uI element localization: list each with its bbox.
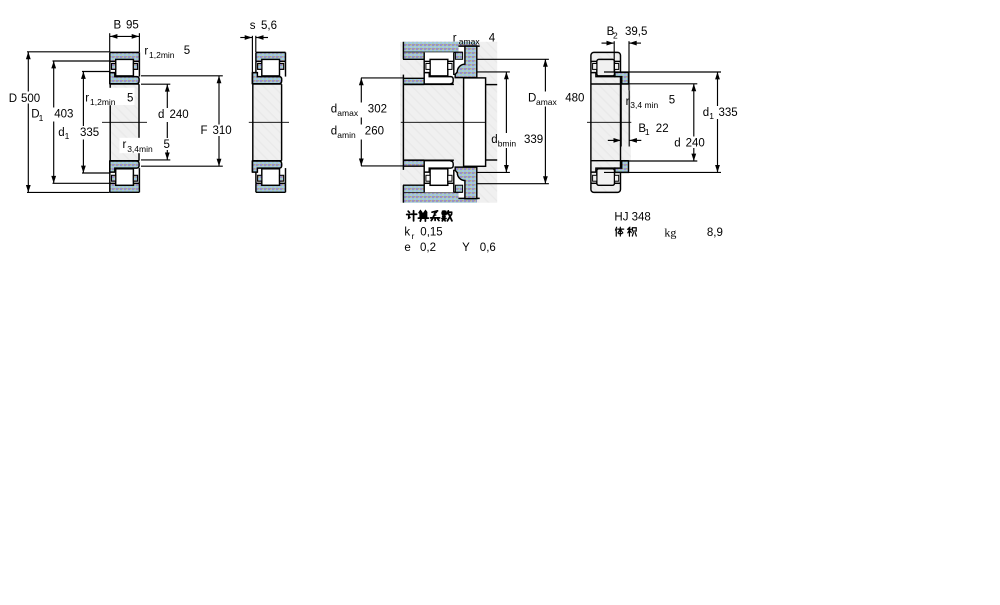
svg-text:r: r [85, 93, 89, 105]
svg-text:B: B [607, 26, 615, 38]
svg-text:0,2: 0,2 [420, 242, 436, 254]
svg-text:1: 1 [709, 111, 714, 121]
svg-text:480: 480 [565, 93, 584, 105]
svg-text:95: 95 [126, 20, 139, 32]
svg-text:8,9: 8,9 [707, 227, 723, 239]
svg-text:0,15: 0,15 [420, 227, 442, 239]
svg-text:339: 339 [524, 134, 543, 146]
svg-text:B: B [638, 123, 646, 135]
svg-text:D: D [528, 93, 536, 105]
svg-text:5: 5 [184, 45, 190, 57]
svg-text:d: d [331, 104, 337, 116]
svg-text:Y: Y [462, 242, 470, 254]
svg-text:amax: amax [459, 37, 481, 47]
svg-text:d: d [703, 107, 709, 119]
svg-text:22: 22 [656, 123, 669, 135]
svg-text:403: 403 [54, 109, 73, 121]
svg-text:335: 335 [719, 107, 738, 119]
svg-text:5: 5 [164, 139, 170, 151]
svg-text:4: 4 [489, 33, 496, 45]
svg-text:bmin: bmin [498, 139, 517, 149]
svg-text:HJ 348: HJ 348 [614, 212, 650, 224]
svg-text:B: B [114, 20, 122, 32]
svg-text:302: 302 [368, 104, 387, 116]
svg-text:1: 1 [65, 131, 70, 141]
svg-text:r: r [453, 33, 457, 45]
svg-text:d: d [58, 127, 64, 139]
svg-text:d: d [674, 137, 680, 149]
svg-text:1,2min: 1,2min [149, 50, 175, 60]
svg-text:310: 310 [213, 125, 232, 137]
svg-text:e: e [404, 242, 410, 254]
svg-text:D: D [31, 109, 39, 121]
svg-text:r: r [626, 96, 630, 108]
svg-text:5: 5 [669, 94, 675, 106]
svg-text:r: r [123, 139, 127, 151]
svg-text:240: 240 [686, 137, 705, 149]
svg-text:3,4min: 3,4min [127, 144, 153, 154]
svg-text:d: d [158, 109, 164, 121]
svg-text:0,6: 0,6 [480, 242, 496, 254]
svg-text:D: D [9, 93, 17, 105]
svg-text:5,6: 5,6 [261, 20, 277, 32]
svg-text:3,4 min: 3,4 min [630, 100, 658, 110]
svg-text:1,2min: 1,2min [90, 97, 116, 107]
svg-text:1: 1 [39, 113, 44, 123]
svg-text:k: k [404, 227, 410, 239]
svg-text:kg: kg [664, 225, 676, 239]
svg-text:F: F [201, 125, 208, 137]
svg-text:335: 335 [80, 127, 99, 139]
svg-text:amin: amin [337, 130, 356, 140]
svg-text:s: s [250, 20, 256, 32]
svg-text:1: 1 [645, 127, 650, 137]
svg-text:d: d [331, 125, 337, 137]
svg-text:500: 500 [21, 93, 40, 105]
svg-text:2: 2 [613, 30, 618, 40]
svg-text:5: 5 [127, 93, 133, 105]
svg-text:r: r [144, 46, 148, 58]
svg-text:d: d [491, 134, 497, 146]
svg-text:amax: amax [536, 97, 558, 107]
svg-text:r: r [412, 231, 415, 241]
svg-text:amax: amax [337, 108, 359, 118]
svg-text:39,5: 39,5 [625, 26, 647, 38]
svg-text:260: 260 [365, 125, 384, 137]
svg-text:240: 240 [170, 109, 189, 121]
